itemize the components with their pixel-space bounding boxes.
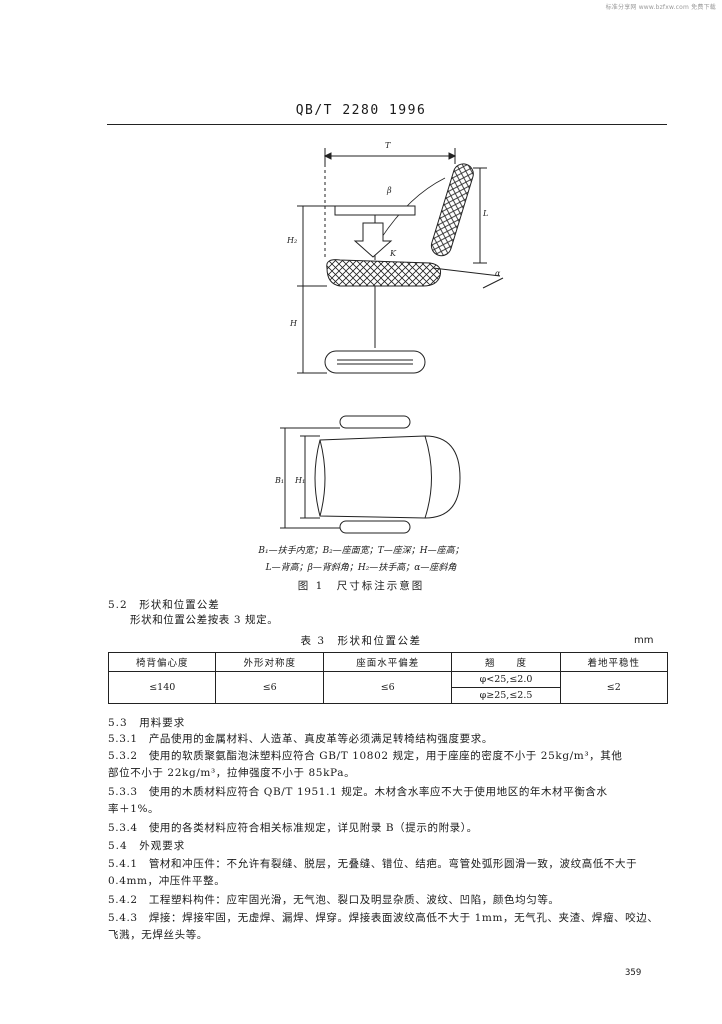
page-header: QB/T 2280 1996 — [295, 103, 427, 118]
section-5-2-text: 形状和位置公差按表 3 规定。 — [130, 614, 279, 626]
label-H2: H₂ — [286, 236, 297, 245]
table-3-title: 表 3 形状和位置公差 — [300, 635, 422, 647]
para-5-3-2-cont: 部位不小于 22kg/m³，拉伸强度不小于 85kPa。 — [108, 767, 356, 779]
para-5-4-2: 5.4.2 工程塑料构件：应牢固光滑，无气泡、裂口及明显杂质、波纹、凹陷，颜色均… — [108, 894, 560, 906]
figure-legend-line-2: L—背高；β—背斜角；H₂—扶手高；α—座斜角 — [265, 563, 457, 573]
header-seat-level: 座面水平偏差 — [322, 652, 453, 672]
para-5-3-1: 5.3.1 产品使用的金属材料、人造革、真皮革等必须满足转椅结构强度要求。 — [108, 733, 493, 745]
label-K: K — [389, 249, 397, 258]
header-back-eccentricity: 椅背偏心度 — [107, 652, 217, 672]
cell-warp-b: φ≥25,≤2.5 — [451, 687, 561, 704]
table-row: ≤140 ≤6 ≤6 φ<25,≤2.0 ≤2 — [107, 671, 669, 704]
para-5-4-3: 5.4.3 焊接：焊接牢固，无虚焊、漏焊、焊穿。焊接表面波纹高低不大于 1mm，… — [108, 912, 659, 924]
figure-1-diagram: T β L H₂ K α H B₁ H₁ — [274, 141, 504, 534]
cell-back-eccentricity: ≤140 — [107, 671, 217, 704]
table-header-row: 椅背偏心度 外形对称度 座面水平偏差 翘 度 着地平稳性 — [107, 652, 669, 672]
label-alpha: α — [495, 269, 501, 278]
page-number: 359 — [625, 968, 642, 978]
section-5-4-heading: 5.4 外观要求 — [108, 840, 186, 852]
figure-caption: 图 1 尺寸标注示意图 — [297, 580, 425, 592]
cell-warp-a: φ<25,≤2.0 — [451, 671, 561, 688]
label-H1: H₁ — [294, 476, 305, 485]
label-L: L — [482, 209, 488, 218]
label-beta: β — [386, 186, 392, 195]
para-5-4-1-cont: 0.4mm，冲压件平整。 — [108, 875, 226, 887]
figure-legend-line-1: B₁—扶手内宽；B₂—座面宽；T—座深；H—座高； — [258, 546, 464, 556]
table-row: φ≥25,≤2.5 — [109, 687, 668, 704]
section-5-3-heading: 5.3 用料要求 — [108, 717, 186, 729]
label-B1: B₁ — [274, 476, 284, 485]
label-H: H — [289, 319, 298, 328]
section-5-2-heading: 5.2 形状和位置公差 — [108, 599, 220, 611]
cell-symmetry: ≤6 — [215, 671, 324, 704]
cell-stability: ≤2 — [559, 671, 669, 704]
watermark: 标准分享网 www.bzfxw.com 免费下载 — [605, 4, 716, 11]
table-3: 椅背偏心度 外形对称度 座面水平偏差 翘 度 着地平稳性 ≤140 ≤6 ≤6 … — [107, 652, 669, 704]
cell-seat-level: ≤6 — [322, 671, 453, 704]
header-rule — [107, 124, 667, 125]
para-5-3-3-cont: 率＋1%。 — [108, 803, 160, 815]
header-warp: 翘 度 — [451, 652, 561, 672]
label-T: T — [385, 141, 391, 150]
table-3-unit: mm — [634, 635, 654, 646]
para-5-4-3-cont: 飞溅，无焊丝头等。 — [108, 929, 208, 941]
para-5-3-3: 5.3.3 使用的木质材料应符合 QB/T 1951.1 规定。木材含水率应不大… — [108, 786, 608, 798]
header-stability: 着地平稳性 — [559, 652, 669, 672]
para-5-3-2: 5.3.2 使用的软质聚氨酯泡沫塑料应符合 GB/T 10802 规定，用于座座… — [108, 750, 623, 762]
para-5-4-1: 5.4.1 管材和冲压件：不允许有裂缝、脱层，无叠缝、错位、结疤。弯管处弧形圆滑… — [108, 858, 638, 870]
header-symmetry: 外形对称度 — [215, 652, 324, 672]
para-5-3-4: 5.3.4 使用的各类材料应符合相关标准规定，详见附录 B（提示的附录）。 — [108, 822, 478, 834]
